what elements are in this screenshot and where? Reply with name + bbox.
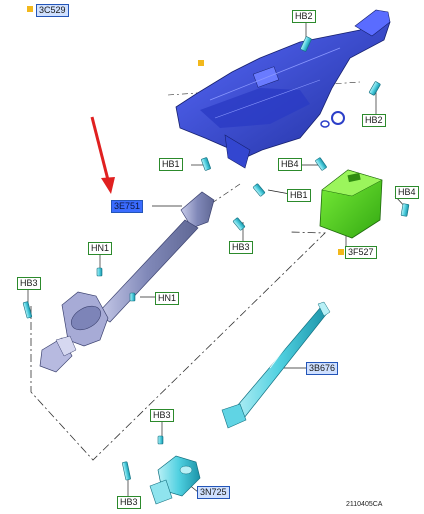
label-3n725[interactable]: 3N725 [197,486,230,499]
lower-u-joint [149,455,201,505]
column-outline [189,183,241,219]
label-hb3-mid[interactable]: HB3 [229,241,253,254]
label-hn1-upper[interactable]: HN1 [88,242,113,255]
intermediate-shaft [39,191,215,373]
steering-column [175,9,391,169]
reference-marker [27,6,33,12]
red-arrow-icon [90,116,115,194]
label-hb4-mid[interactable]: HB4 [278,158,302,171]
label-hb1-right[interactable]: HB1 [287,189,311,202]
label-3f527[interactable]: 3F527 [345,246,377,259]
figure-number: 2110405CA [346,501,383,508]
bolt-icon [22,36,410,481]
label-hb2-top[interactable]: HB2 [292,10,316,23]
label-hb4-right[interactable]: HB4 [395,186,419,199]
label-3b676[interactable]: 3B676 [306,362,339,375]
label-hb3-bottom-upper[interactable]: HB3 [150,409,174,422]
label-hb2-right[interactable]: HB2 [362,114,386,127]
label-3c529[interactable]: 3C529 [36,4,69,17]
label-3e751[interactable]: 3E751 [111,200,144,213]
green-module [319,169,383,239]
reference-marker [338,249,344,255]
label-hb3-left[interactable]: HB3 [17,277,41,290]
label-hn1-lower[interactable]: HN1 [155,292,180,305]
lower-shaft [221,301,331,429]
assembly-outline [30,231,326,461]
label-hb3-bottom-left[interactable]: HB3 [117,496,141,509]
reference-marker [198,60,204,66]
label-hb1-left[interactable]: HB1 [159,158,183,171]
